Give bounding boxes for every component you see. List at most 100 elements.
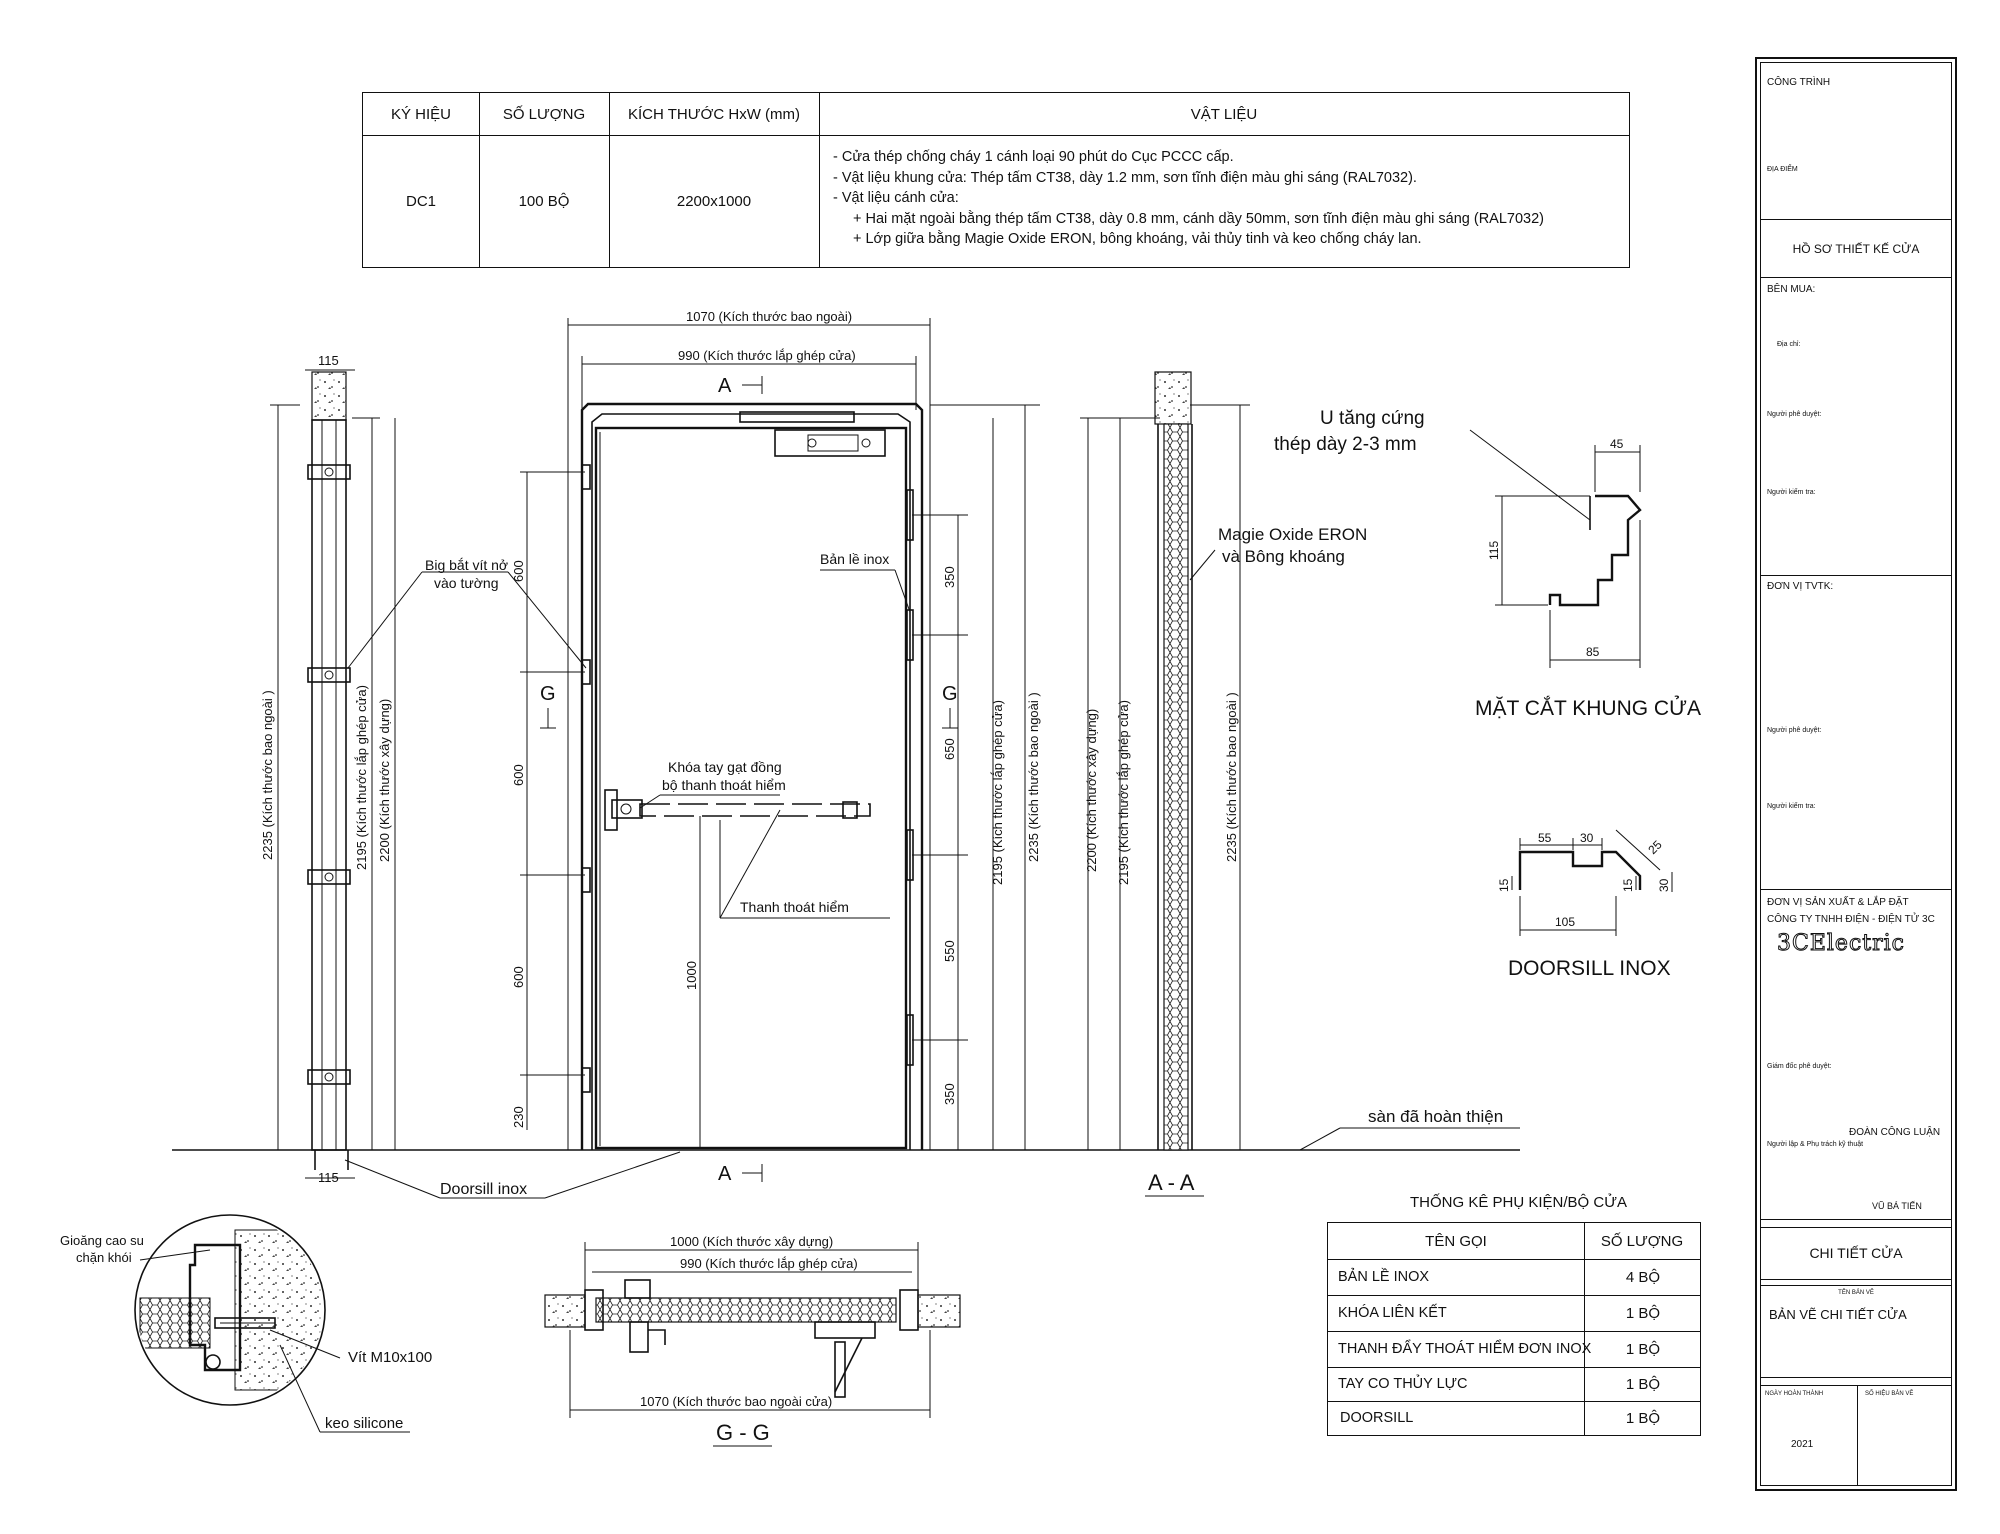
tb-approver: Người phê duyệt:: [1767, 411, 1822, 418]
dim-right-350-b: 350: [942, 1083, 957, 1105]
spec-header-qty: SỐ LƯỢNG: [479, 93, 610, 136]
tb-manufacturer: ĐƠN VỊ SẢN XUẤT & LẮP ĐẶT: [1767, 897, 1909, 908]
tb-drawing-name: BẢN VẼ CHI TIẾT CỬA: [1769, 1307, 1907, 1322]
door-leaf: [594, 426, 908, 1150]
dim-115-top: 115: [318, 353, 339, 368]
acc-row-name: TAY CO THỦY LỰC: [1338, 1376, 1468, 1392]
tb-year: 2021: [1791, 1439, 1814, 1450]
tb-checker: Người kiểm tra:: [1767, 489, 1816, 496]
anchor-bracket: [307, 869, 351, 885]
spec-qty: 100 BỘ: [479, 135, 610, 267]
spec-header-size: KÍCH THƯỚC HxW (mm): [609, 93, 820, 136]
spec-size: 2200x1000: [609, 135, 820, 267]
label-anchor-screw-2: vào tường: [434, 575, 498, 591]
section-a-bottom: A: [718, 1163, 732, 1185]
label-u-reinforce-2: thép dày 2-3 mm: [1274, 434, 1417, 455]
spec-materials: - Cửa thép chống cháy 1 cánh loại 90 phú…: [833, 147, 1544, 250]
tb-buyer: BÊN MUA:: [1767, 284, 1816, 295]
dim-2200-left: 2200 (Kích thước xây dựng): [377, 699, 392, 862]
front-elevation: 1070 (Kích thước bao ngoài) 990 (Kích th…: [344, 309, 1041, 1199]
label-core-2: và Bông khoáng: [1222, 547, 1345, 566]
tb-preparer: Người lập & Phụ trách kỹ thuật: [1767, 1141, 1864, 1148]
left-side-elevation: 115 115 2235 (Kích thước bao ngoài ) 219…: [260, 353, 396, 1185]
dim-right-550: 550: [942, 940, 957, 962]
label-u-reinforce-1: U tăng cứng: [1320, 408, 1425, 429]
acc-row-name: THANH ĐẨY THOÁT HIỂM ĐƠN INOX: [1338, 1341, 1592, 1357]
label-gasket-2: chặn khói: [76, 1250, 132, 1265]
dim-2235-front: 2235 (Kích thước bao ngoài ): [1026, 692, 1041, 862]
spec-header-code: KÝ HIỆU: [363, 93, 480, 136]
tb-location: ĐỊA ĐIỂM: [1767, 166, 1798, 173]
anchor-bracket: [307, 667, 351, 683]
material-line: + Hai mặt ngoài bằng thép tấm CT38, dày …: [853, 210, 1544, 227]
door-frame: [580, 402, 924, 1150]
dim-left-600-c: 600: [511, 966, 526, 988]
dim-left-230: 230: [511, 1106, 526, 1128]
doorsill-dim-105: 105: [1555, 915, 1575, 929]
tb-project: CÔNG TRÌNH: [1767, 77, 1831, 88]
anchor-bracket: [307, 1069, 351, 1085]
dim-990-front: 990 (Kích thước lắp ghép cửa): [678, 348, 856, 363]
gg-dim-fit: 990 (Kích thước lắp ghép cửa): [680, 1256, 858, 1271]
material-line: + Lớp giữa bằng Magie Oxide ERON, bông k…: [853, 231, 1422, 247]
dim-2200-aa: 2200 (Kích thước xây dựng): [1084, 709, 1099, 872]
dim-2235-left: 2235 (Kích thước bao ngoài ): [260, 690, 275, 860]
material-line: - Vật liệu khung cửa: Thép tấm CT38, dày…: [833, 169, 1417, 186]
dim-right-650: 650: [942, 738, 957, 760]
wall-top-section: [311, 371, 347, 421]
section-aa-title: A - A: [1148, 1170, 1195, 1195]
frame-dim-85: 85: [1586, 645, 1600, 659]
acc-row-qty: 1 BỘ: [1584, 1331, 1701, 1367]
doorsill-dim-15a: 15: [1497, 878, 1511, 892]
gasket-detail: Gioăng cao su chặn khói Vít M10x100 keo …: [60, 1214, 432, 1433]
dim-1000: 1000: [684, 961, 699, 990]
label-core-1: Magie Oxide ERON: [1218, 525, 1367, 544]
frame-dim-45: 45: [1610, 437, 1624, 451]
tb-checker-2: Người kiểm tra:: [1767, 803, 1816, 810]
label-finished-floor: sàn đã hoàn thiện: [1368, 1107, 1503, 1126]
closer-arm: [739, 411, 855, 423]
tb-detail: CHI TIẾT CỬA: [1809, 1245, 1903, 1261]
acc-header-qty: SỐ LƯỢNG: [1584, 1223, 1700, 1260]
section-a-top: A: [718, 375, 732, 397]
label-silicone: keo silicone: [325, 1415, 403, 1432]
label-anchor-screw-1: Big bắt vít nở: [425, 557, 508, 573]
tb-approver-2: Người phê duyệt:: [1767, 727, 1822, 734]
acc-row-qty: 1 BỘ: [1584, 1367, 1701, 1401]
section-g-right: G: [942, 683, 958, 705]
door-core-section: [1163, 423, 1189, 1151]
dim-2195-aa: 2195 (Kích thước lắp ghép cửa): [1116, 700, 1131, 885]
frame-section-detail: U tăng cứng thép dày 2-3 mm 45 115 85 MẶ…: [1274, 408, 1701, 720]
tb-company: CÔNG TY TNHH ĐIỆN - ĐIỆN TỬ 3C: [1767, 914, 1935, 925]
label-doorsill: Doorsill inox: [440, 1181, 527, 1198]
dim-2195-left: 2195 (Kích thước lắp ghép cửa): [354, 685, 369, 870]
label-screw: Vít M10x100: [348, 1349, 432, 1366]
dim-1070-front: 1070 (Kích thước bao ngoài): [686, 309, 852, 324]
label-lock-1: Khóa tay gạt đồng: [668, 759, 782, 775]
doorsill-detail: 55 30 25 15 15 30 105 DOORSILL INOX: [1497, 829, 1673, 980]
dim-right-350-a: 350: [942, 566, 957, 588]
dim-left-600-b: 600: [511, 764, 526, 786]
frame-profile: [1548, 494, 1642, 607]
acc-row-name: KHÓA LIÊN KẾT: [1338, 1305, 1447, 1321]
doorsill-dim-55: 55: [1538, 831, 1552, 845]
section-gg-title: G - G: [716, 1420, 770, 1445]
doorsill-dim-30b: 30: [1657, 878, 1671, 892]
tb-drawing-name-label: TÊN BẢN VẼ: [1838, 1290, 1874, 1296]
material-line: - Vật liệu cánh cửa:: [833, 190, 959, 206]
acc-row-name: DOORSILL: [1340, 1410, 1414, 1426]
section-gg: 1000 (Kích thước xây dựng) 990 (Kích thư…: [544, 1234, 961, 1447]
section-aa: 2200 (Kích thước xây dựng) 2195 (Kích th…: [1080, 371, 1520, 1197]
frame-dim-115: 115: [1487, 541, 1501, 560]
doorsill-dim-30a: 30: [1580, 831, 1594, 845]
spec-code: DC1: [363, 135, 480, 267]
acc-row-qty: 4 BỘ: [1584, 1259, 1701, 1295]
tb-director-name: ĐOÀN CÔNG LUẬN: [1849, 1127, 1941, 1138]
dim-115-bottom: 115: [318, 1170, 339, 1185]
title-block: CÔNG TRÌNH ĐỊA ĐIỂM HỒ SƠ THIẾT KẾ CỬA B…: [1755, 57, 1957, 1491]
acc-row-name: BẢN LỀ INOX: [1338, 1269, 1430, 1285]
gg-dim-build: 1000 (Kích thước xây dựng): [670, 1234, 833, 1249]
tb-completion-label: NGÀY HOÀN THÀNH: [1765, 1391, 1824, 1397]
label-hinge: Bản lề inox: [820, 551, 889, 567]
